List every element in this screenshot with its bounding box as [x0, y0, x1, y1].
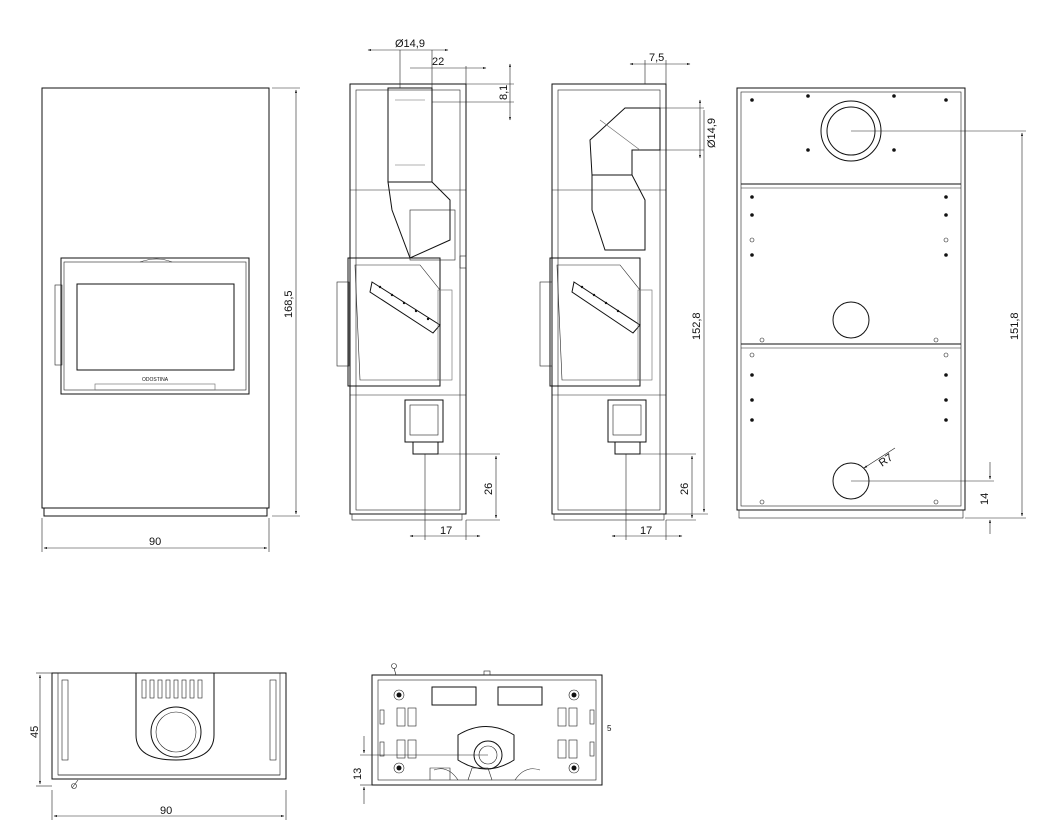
section-view-right: 7,5 Ø14,9 152,8 26 17 — [539, 52, 718, 540]
section2-flue-diameter-label: Ø14,9 — [706, 118, 718, 148]
rear-inlet-height-label: 14 — [979, 493, 991, 505]
section-view-left: Ø14,9 22 8,1 26 17 — [336, 38, 514, 540]
top-width-label: 90 — [160, 805, 172, 817]
section1-flue-diameter-label: Ø14,9 — [395, 38, 425, 50]
base-view: 5 13 — [352, 663, 612, 804]
section1-inlet-depth-label: 17 — [440, 525, 452, 537]
section2-inlet-depth-label: 17 — [640, 525, 652, 537]
front-width-label: 90 — [149, 536, 161, 548]
section1-top-gap-label: 8,1 — [498, 85, 510, 100]
section1-inlet-height-label: 26 — [483, 483, 495, 495]
section2-top-offset-label: 7,5 — [649, 52, 664, 64]
base-inlet-offset-label: 13 — [352, 768, 364, 780]
rear-radius-label: R7 — [877, 452, 895, 470]
top-depth-label: 45 — [29, 726, 41, 738]
front-view: ODOSTINA 90 168,5 — [41, 87, 300, 552]
rear-height-label: 151,8 — [1009, 312, 1021, 340]
section2-inlet-height-label: 26 — [679, 483, 691, 495]
section1-offset-label: 22 — [432, 56, 444, 68]
front-height-label: 168,5 — [283, 290, 295, 318]
top-view: 45 90 — [29, 672, 287, 820]
section1-height-label: 152,8 — [691, 312, 703, 340]
front-brand-label: ODOSTINA — [142, 377, 169, 383]
base-side-mark: 5 — [607, 724, 612, 733]
rear-view: 151,8 R7 14 — [736, 87, 1026, 534]
